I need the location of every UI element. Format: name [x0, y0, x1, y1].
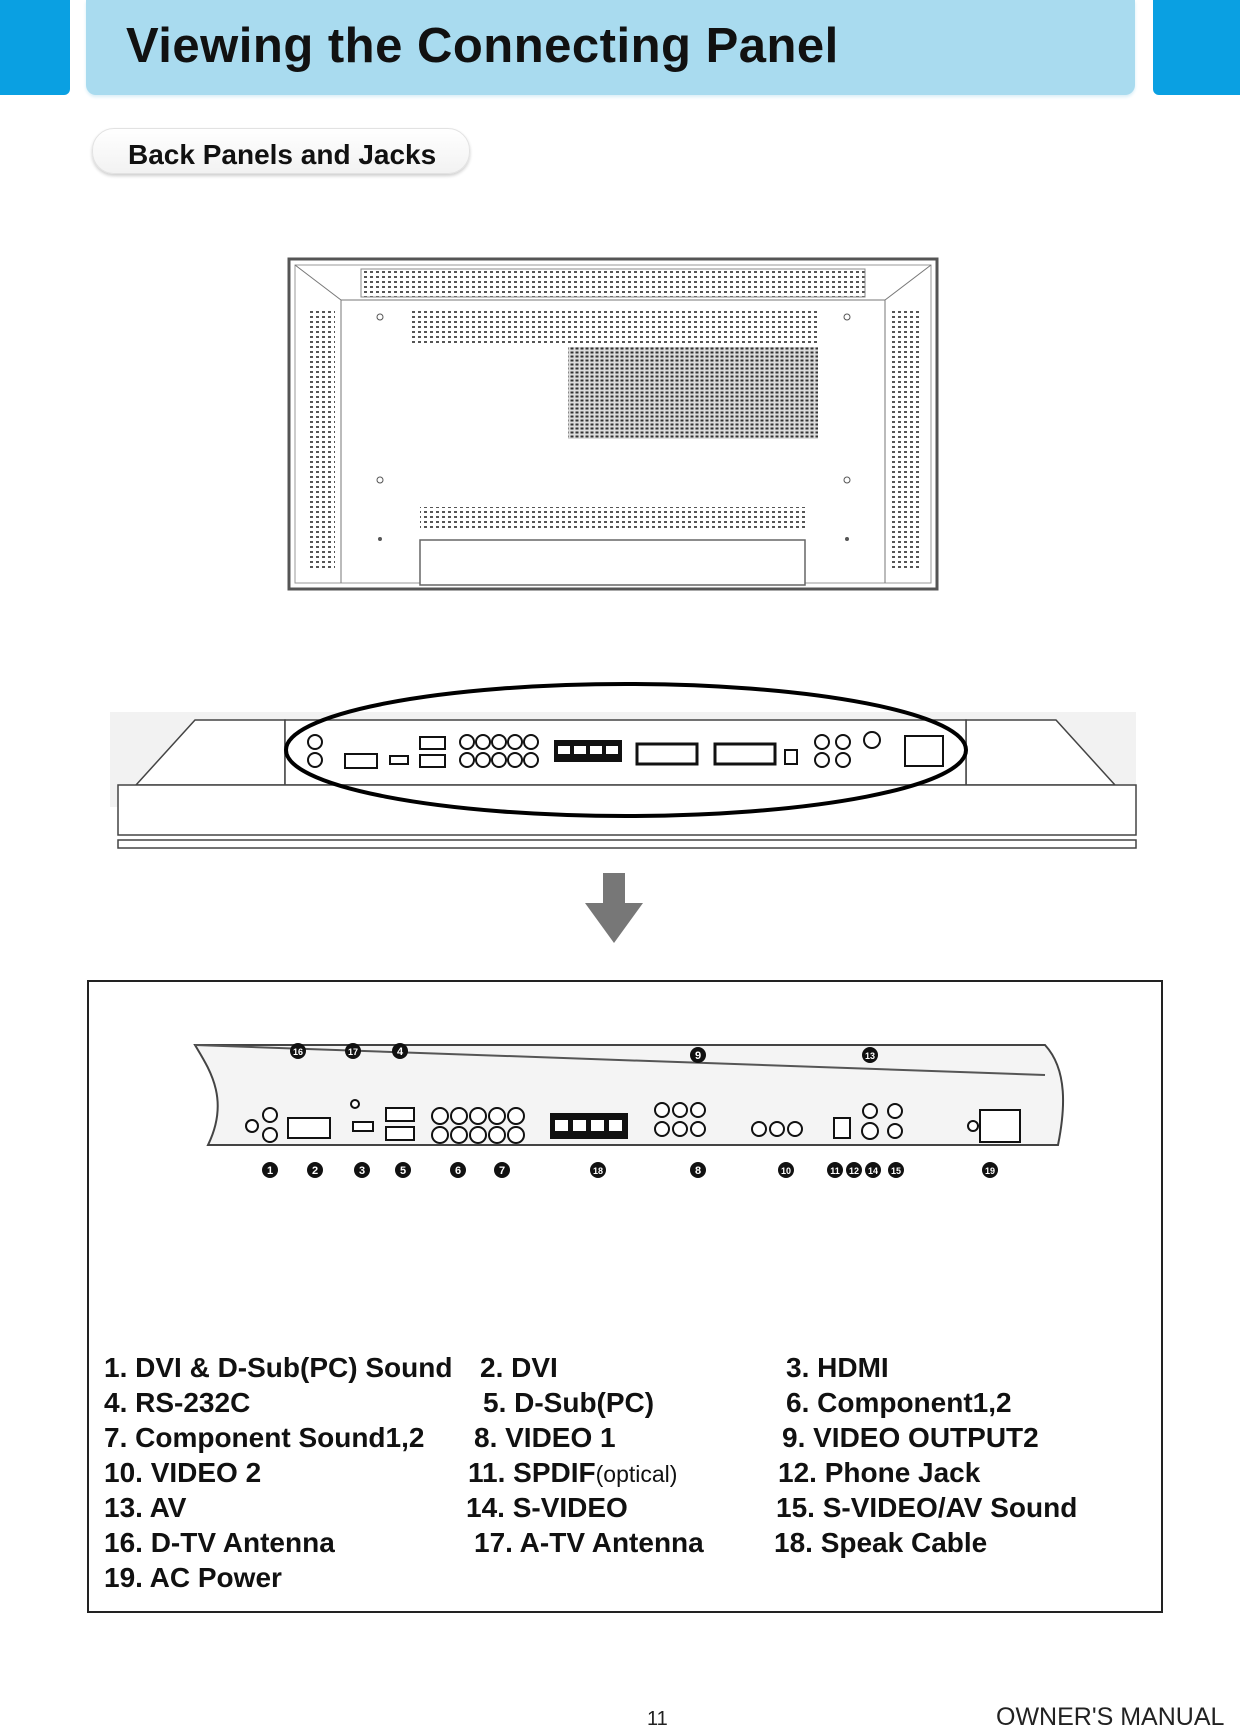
- legend-item: 7. Component Sound1,2: [104, 1422, 425, 1453]
- legend-item: 17. A-TV Antenna: [474, 1527, 704, 1558]
- svg-text:5: 5: [400, 1165, 406, 1177]
- legend-item: 18. Speak Cable: [774, 1527, 988, 1558]
- callout-number-12: 12: [846, 1162, 862, 1178]
- svg-text:12: 12: [849, 1166, 859, 1176]
- svg-text:13: 13: [865, 1051, 875, 1061]
- svg-text:3: 3: [359, 1165, 365, 1177]
- callout-number-7: 7: [494, 1162, 510, 1178]
- svg-text:19: 19: [985, 1166, 995, 1176]
- callout-number-19: 19: [982, 1162, 998, 1178]
- svg-text:15: 15: [891, 1166, 901, 1176]
- callout-number-10: 10: [778, 1162, 794, 1178]
- legend-item: 8. VIDEO 1: [474, 1422, 616, 1453]
- callout-number-6: 6: [450, 1162, 466, 1178]
- svg-text:6: 6: [455, 1165, 461, 1177]
- svg-text:16: 16: [293, 1047, 303, 1057]
- svg-text:10: 10: [781, 1166, 791, 1176]
- callout-number-13: 13: [862, 1047, 878, 1063]
- page-title: Viewing the Connecting Panel: [126, 19, 839, 73]
- callout-number-8: 8: [690, 1162, 706, 1178]
- legend-item: 3. HDMI: [786, 1352, 889, 1383]
- callout-number-2: 2: [307, 1162, 323, 1178]
- tv-back-illustration: [287, 257, 939, 591]
- legend-item: 14. S-VIDEO: [466, 1492, 628, 1523]
- svg-text:11: 11: [830, 1166, 840, 1176]
- legend-item: 12. Phone Jack: [778, 1457, 981, 1488]
- callout-number-1: 1: [262, 1162, 278, 1178]
- svg-text:4: 4: [397, 1046, 404, 1058]
- callout-number-3: 3: [354, 1162, 370, 1178]
- down-arrow-icon: [585, 873, 643, 943]
- svg-text:17: 17: [348, 1047, 358, 1057]
- callout-number-18: 18: [590, 1162, 606, 1178]
- tv-bottom-connector-illustration: [110, 682, 1137, 849]
- callout-number-15: 15: [888, 1162, 904, 1178]
- callout-number-14: 14: [865, 1162, 881, 1178]
- callout-number-5: 5: [395, 1162, 411, 1178]
- svg-text:9: 9: [695, 1050, 701, 1062]
- callout-number-9: 9: [690, 1047, 706, 1063]
- legend-item: 16. D-TV Antenna: [104, 1527, 335, 1558]
- svg-text:14: 14: [868, 1166, 878, 1176]
- svg-text:18: 18: [593, 1166, 603, 1176]
- legend-item: 5. D-Sub(PC): [483, 1387, 655, 1418]
- svg-text:1: 1: [267, 1165, 273, 1177]
- callout-number-17: 17: [345, 1043, 361, 1059]
- header-accent-left: [0, 0, 70, 95]
- legend-item: 1. DVI & D-Sub(PC) Sound: [104, 1352, 453, 1383]
- connector-legend-box: [87, 980, 1163, 1613]
- legend-item: 6. Component1,2: [786, 1387, 1012, 1418]
- legend-item: 9. VIDEO OUTPUT2: [782, 1422, 1039, 1453]
- legend-item: 4. RS-232C: [104, 1387, 251, 1418]
- section-title: Back Panels and Jacks: [128, 139, 437, 170]
- callout-number-11: 11: [827, 1162, 843, 1178]
- legend-item: 13. AV: [104, 1492, 187, 1523]
- section-pill: [92, 128, 470, 174]
- header-bar: [86, 0, 1135, 95]
- callout-number-16: 16: [290, 1043, 306, 1059]
- legend-item: 19. AC Power: [104, 1562, 282, 1593]
- page-number: 11: [647, 1708, 668, 1730]
- legend-item: 2. DVI: [480, 1352, 558, 1383]
- legend-item: 10. VIDEO 2: [104, 1457, 262, 1488]
- legend-item: 15. S-VIDEO/AV Sound: [776, 1492, 1078, 1523]
- svg-text:7: 7: [499, 1165, 505, 1177]
- svg-text:2: 2: [312, 1165, 318, 1177]
- header-accent-right: [1153, 0, 1240, 95]
- svg-text:8: 8: [695, 1165, 701, 1177]
- callout-number-4: 4: [392, 1043, 408, 1059]
- legend-item: 11. SPDIF(optical): [468, 1457, 678, 1488]
- manual-label: OWNER'S MANUAL: [996, 1703, 1225, 1731]
